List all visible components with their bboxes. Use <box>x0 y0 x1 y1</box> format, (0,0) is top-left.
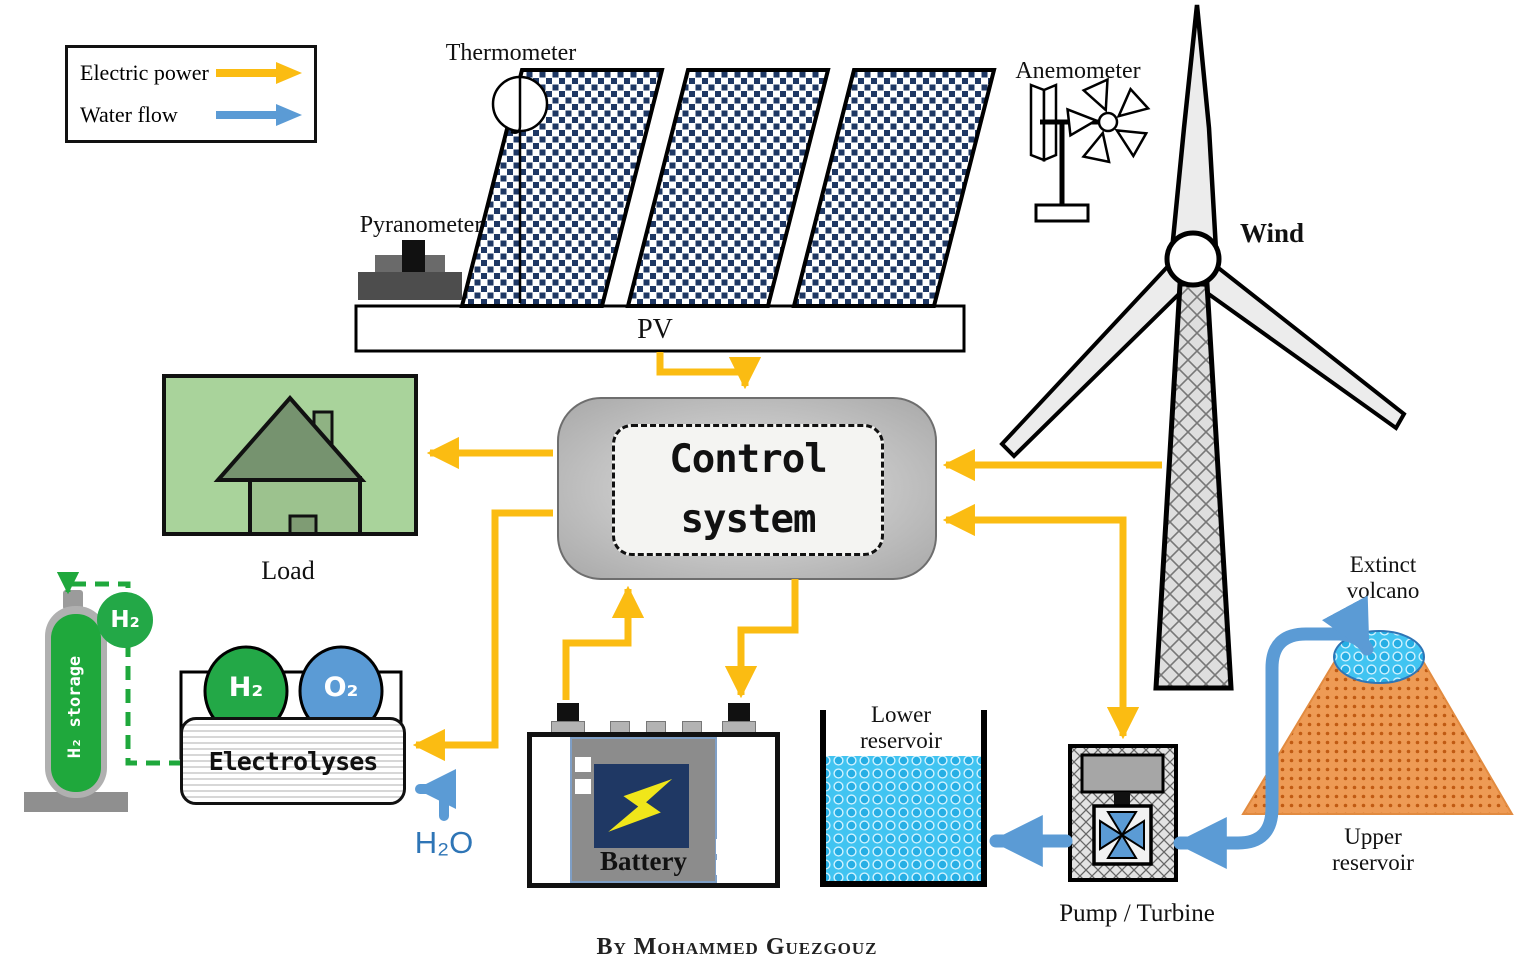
battery-vent <box>716 860 732 875</box>
battery-terminal-right <box>728 703 750 723</box>
h2-bubble-label: H₂ <box>228 672 264 703</box>
pyranometer-icon <box>358 240 462 300</box>
battery-label: Battery <box>600 846 687 876</box>
legend-water-flow-label: Water flow <box>80 102 178 127</box>
pipe-volcano-pump-bidirectional <box>1173 595 1374 869</box>
water-flow-arrow-icon <box>216 104 302 126</box>
h2-storage-label: H₂ storage <box>65 655 85 759</box>
h2o-label: H₂O <box>414 825 474 860</box>
control-system-inner: Control system <box>612 424 884 556</box>
extinct-volcano-label: Extinct volcano <box>1346 552 1420 603</box>
pv-label: PV <box>637 314 673 345</box>
battery-vent <box>575 757 591 772</box>
volcano-icon <box>1241 630 1514 815</box>
thermometer-label: Thermometer <box>445 40 577 66</box>
legend-electric-power-label: Electric power <box>80 60 209 85</box>
battery-vent <box>716 839 732 854</box>
arrow-water-to-electrolyser <box>415 769 456 821</box>
electric-power-arrow-icon <box>216 62 302 84</box>
o2-bubble-label: O₂ <box>323 672 359 703</box>
h2-tag-label: H₂ <box>110 607 140 633</box>
pump-turbine-icon <box>1068 744 1178 882</box>
house-icon <box>213 394 367 532</box>
load-box <box>162 374 418 536</box>
lightning-icon <box>608 778 673 832</box>
battery-lightning-plate <box>594 764 689 848</box>
anemometer-icon <box>1029 77 1151 223</box>
electrolyser-label: Electrolyses <box>208 746 379 776</box>
h2-tag-badge: H₂ <box>97 592 153 648</box>
arrow-battery-to-control <box>562 585 645 700</box>
arrow-control-to-battery <box>724 579 799 699</box>
upper-reservoir-label: Upper reservoir <box>1332 824 1414 875</box>
pump-turbine-label: Pump / Turbine <box>1059 900 1215 927</box>
control-system-label: Control system <box>669 436 827 542</box>
legend-box: Electric power Water flow <box>65 45 317 143</box>
anemometer-label: Anemometer <box>1015 58 1141 84</box>
arrow-pv-to-control <box>656 352 762 390</box>
lower-reservoir-label: Lower reservoir <box>860 702 942 753</box>
battery-terminal-left <box>557 703 579 723</box>
arrow-control-pump-bidirectional <box>942 503 1140 740</box>
wind-label: Wind <box>1239 218 1305 248</box>
load-label: Load <box>261 556 315 585</box>
pv-array-icon <box>354 68 997 353</box>
credit-text: By Mohammed Guezgouz <box>596 934 878 960</box>
arrow-control-to-electrolyser <box>412 509 553 762</box>
electrolyser-box: Electrolyses <box>180 717 406 805</box>
pyranometer-label: Pyranometer <box>359 212 483 238</box>
thermometer-icon <box>491 75 549 303</box>
battery-vent <box>575 779 591 794</box>
